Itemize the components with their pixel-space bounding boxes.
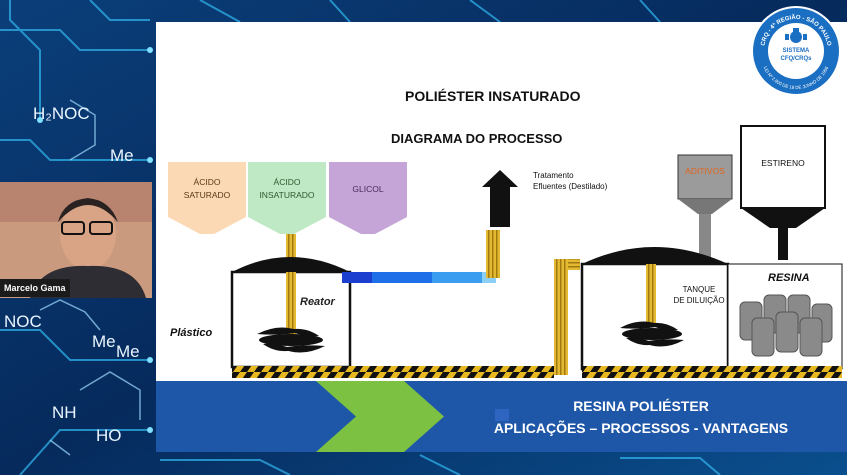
presenter-video[interactable]	[0, 182, 152, 298]
slide-title: POLIÉSTER INSATURADO	[405, 88, 581, 104]
background-formula: HO	[96, 426, 122, 445]
resin-label: RESINA	[768, 272, 810, 284]
svg-text:SISTEMA: SISTEMA	[783, 48, 810, 54]
plastic-label: Plástico	[170, 327, 213, 339]
hopper-acido-insaturado	[248, 162, 326, 234]
bullet-square	[495, 409, 509, 421]
banner-subtitle: APLICAÇÕES – PROCESSOS - VANTAGENS	[493, 420, 789, 436]
process-diagram	[168, 125, 843, 378]
hopper-acido-saturado	[168, 162, 246, 234]
hopper-glicol	[329, 162, 407, 234]
chevron-arrow-icon	[316, 381, 444, 452]
background-formula: Me	[92, 332, 116, 351]
presenter-avatar	[0, 182, 152, 298]
background-formula: Me	[116, 342, 140, 361]
background-formula: NH	[52, 403, 77, 422]
slide-subtitle: DIAGRAMA DO PROCESSO	[391, 131, 563, 146]
reactor-label: Reator	[300, 296, 335, 308]
crq-logo: SISTEMA CFQ/CRQs CRQ - 4ª REGIÃO - SÃO P…	[751, 6, 841, 96]
styrene-label: ESTIRENO	[761, 158, 805, 168]
background-formula: NOC	[4, 312, 42, 331]
presenter-name-label: Marcelo Gama	[0, 279, 70, 297]
banner-title: RESINA POLIÉSTER	[573, 398, 709, 414]
title-banner: RESINA POLIÉSTER APLICAÇÕES – PROCESSOS …	[156, 381, 847, 452]
additives-label: ADITIVOS	[685, 166, 725, 176]
background-formula: Me	[110, 146, 134, 165]
svg-text:CFQ/CRQs: CFQ/CRQs	[780, 56, 812, 62]
background-formula: H₂NOC	[33, 104, 90, 123]
hopper-label-glicol: GLICOL	[352, 184, 384, 194]
presentation-slide: POLIÉSTER INSATURADO DIAGRAMA DO PROCESS…	[156, 22, 847, 452]
